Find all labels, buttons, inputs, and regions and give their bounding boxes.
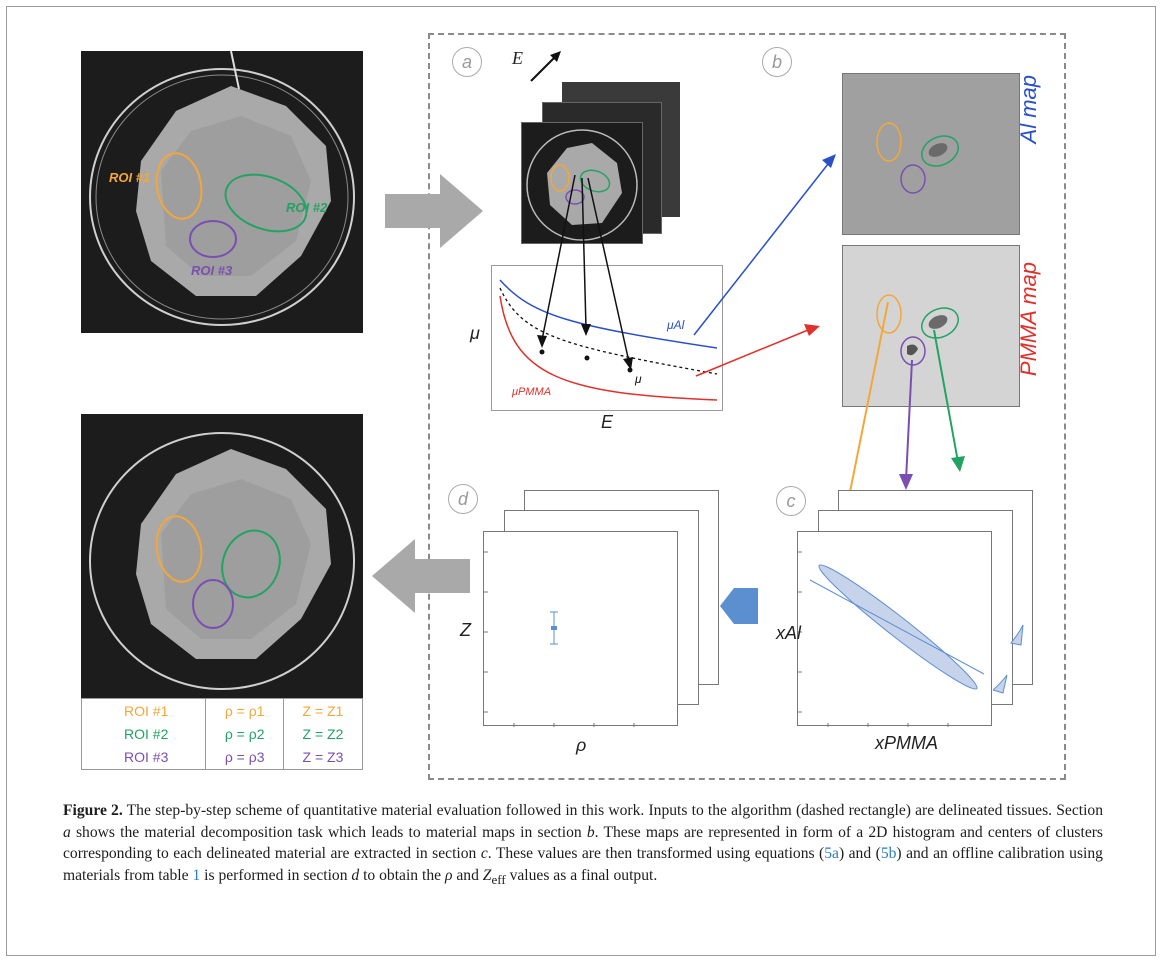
section-a-label: a	[452, 47, 482, 77]
roi2-label: ROI #2	[286, 200, 328, 215]
hist-d-x-label: ρ	[576, 735, 587, 755]
arrow-right-icon	[385, 174, 483, 248]
equation-5b-link[interactable]: 5b	[880, 845, 897, 862]
table-roi: ROI #3	[124, 749, 169, 766]
caption-text: values as a final output.	[505, 866, 658, 884]
table-1-link[interactable]: 1	[192, 866, 201, 884]
ct-scan-graphic	[89, 51, 355, 326]
caption-text: . These maps are represented in form of …	[63, 823, 1103, 863]
pmma-map-title: PMMA map	[1016, 262, 1041, 377]
mu-al-curve	[499, 279, 718, 349]
table-row: ROI #3 ρ = ρ3 Z = Z3	[82, 745, 363, 770]
mu-mix-curve	[499, 287, 718, 375]
mu-pmma-curve	[499, 295, 718, 401]
caption-text: is performed in section	[200, 866, 352, 884]
section-d-label: d	[448, 484, 478, 514]
caption-text: to obtain the	[359, 866, 445, 884]
hist-d-front	[483, 531, 678, 727]
hist-c-front	[797, 531, 992, 727]
caption-text: shows the material decomposition task wh…	[70, 823, 587, 841]
figure-caption: Figure 2. The step-by-step scheme of qua…	[63, 800, 1103, 890]
roi2-ellipse	[224, 173, 308, 233]
caption-text: ) and an offline calibration using mater…	[63, 845, 1103, 884]
roi1-ellipse	[155, 152, 203, 220]
algorithm-input-rectangle	[428, 33, 1066, 780]
arrow-left-icon	[372, 539, 470, 613]
table-roi: ROI #2	[124, 725, 169, 742]
attenuation-plot: μAl μ μPMMA	[491, 265, 723, 411]
section-b-label: b	[762, 47, 792, 77]
mu-mix-label: μ	[635, 372, 642, 386]
caption-text: and	[452, 866, 483, 884]
plot-x-label: E	[601, 412, 614, 432]
caption-text: The step-by-step scheme of quantitative …	[122, 802, 1104, 819]
al-map	[842, 73, 1020, 235]
energy-label: E	[512, 48, 523, 68]
al-map-title: Al map	[1016, 75, 1041, 144]
ct-image-input: ROI #1 ROI #2 ROI #3	[81, 51, 363, 333]
caption-section-d: d	[351, 866, 360, 884]
hist-c-x-label: xPMMA	[875, 733, 938, 753]
caption-label: Figure 2.	[63, 802, 123, 819]
equation-5a-link[interactable]: 5a	[824, 845, 839, 862]
roi1-label: ROI #1	[109, 170, 151, 185]
caption-text: ) and (	[838, 845, 881, 862]
transform-arrow-icon	[720, 588, 758, 624]
table-z: Z = Z1	[282, 698, 363, 723]
hist-d-y-label: Z	[460, 620, 471, 640]
table-rho: ρ = ρ1	[205, 698, 284, 723]
figure-frame	[6, 6, 1156, 956]
sampling-arrows	[537, 174, 633, 370]
table-z: Z = Z2	[282, 722, 363, 746]
table-row: ROI #2 ρ = ρ2 Z = Z2	[82, 722, 363, 746]
map-arrows	[693, 154, 836, 377]
mu-al-label: μAl	[667, 318, 685, 332]
hist-c-back-clusters	[993, 624, 1024, 694]
caption-z-sub: eff	[491, 871, 506, 887]
caption-section-c: c	[480, 845, 488, 862]
roi3-ellipse	[189, 220, 237, 258]
table-roi: ROI #1	[124, 702, 169, 719]
hist-c-y-label: xAl	[776, 623, 802, 643]
table-z: Z = Z3	[282, 745, 363, 770]
table-row: ROI #1 ρ = ρ1 Z = Z1	[82, 698, 363, 723]
mu-pmma-label: μPMMA	[512, 386, 552, 398]
table-rho: ρ = ρ3	[205, 745, 284, 770]
caption-text: . These values are then transformed usin…	[487, 845, 825, 862]
caption-z: Z	[482, 866, 492, 884]
ct-image-output	[81, 414, 363, 698]
roi3-label: ROI #3	[191, 263, 233, 278]
energy-arrow-icon	[530, 51, 561, 82]
ct-stack-front	[521, 122, 643, 244]
caption-section-b: b	[586, 823, 595, 841]
caption-section-a: a	[63, 823, 71, 841]
caption-rho: ρ	[444, 866, 453, 884]
table-rho: ρ = ρ2	[205, 722, 284, 746]
section-c-label: c	[776, 486, 806, 516]
results-table: ROI #1 ρ = ρ1 Z = Z1 ROI #2 ρ = ρ2 Z = Z…	[81, 698, 363, 770]
plot-y-label: μ	[470, 323, 480, 343]
